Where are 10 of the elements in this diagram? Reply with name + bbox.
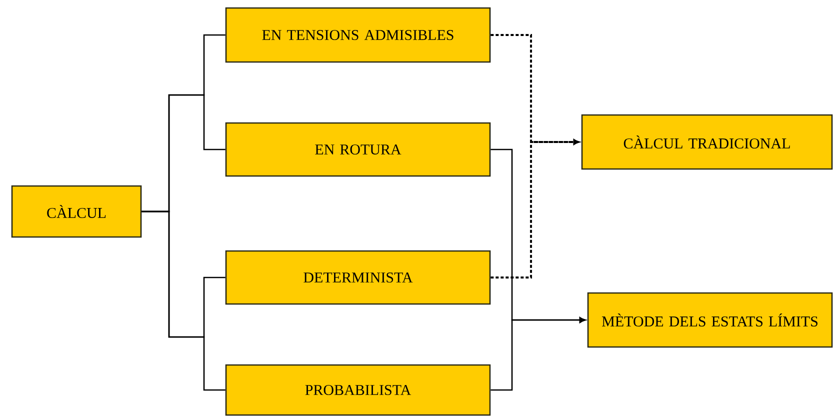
connector — [490, 317, 586, 391]
process-box: CÀLCUL TRADICIONAL — [581, 114, 833, 170]
process-box: DETERMINISTA — [225, 250, 491, 305]
process-box: EN TENSIONS ADMISIBLES — [225, 7, 491, 63]
process-box: MÈTODE DELS ESTATS LÍMITS — [587, 292, 833, 348]
process-box: EN ROTURA — [225, 122, 491, 177]
process-box: CÀLCUL — [11, 185, 142, 238]
process-box: PROBABILISTA — [225, 364, 491, 416]
connector — [490, 139, 580, 278]
connector — [142, 210, 226, 391]
